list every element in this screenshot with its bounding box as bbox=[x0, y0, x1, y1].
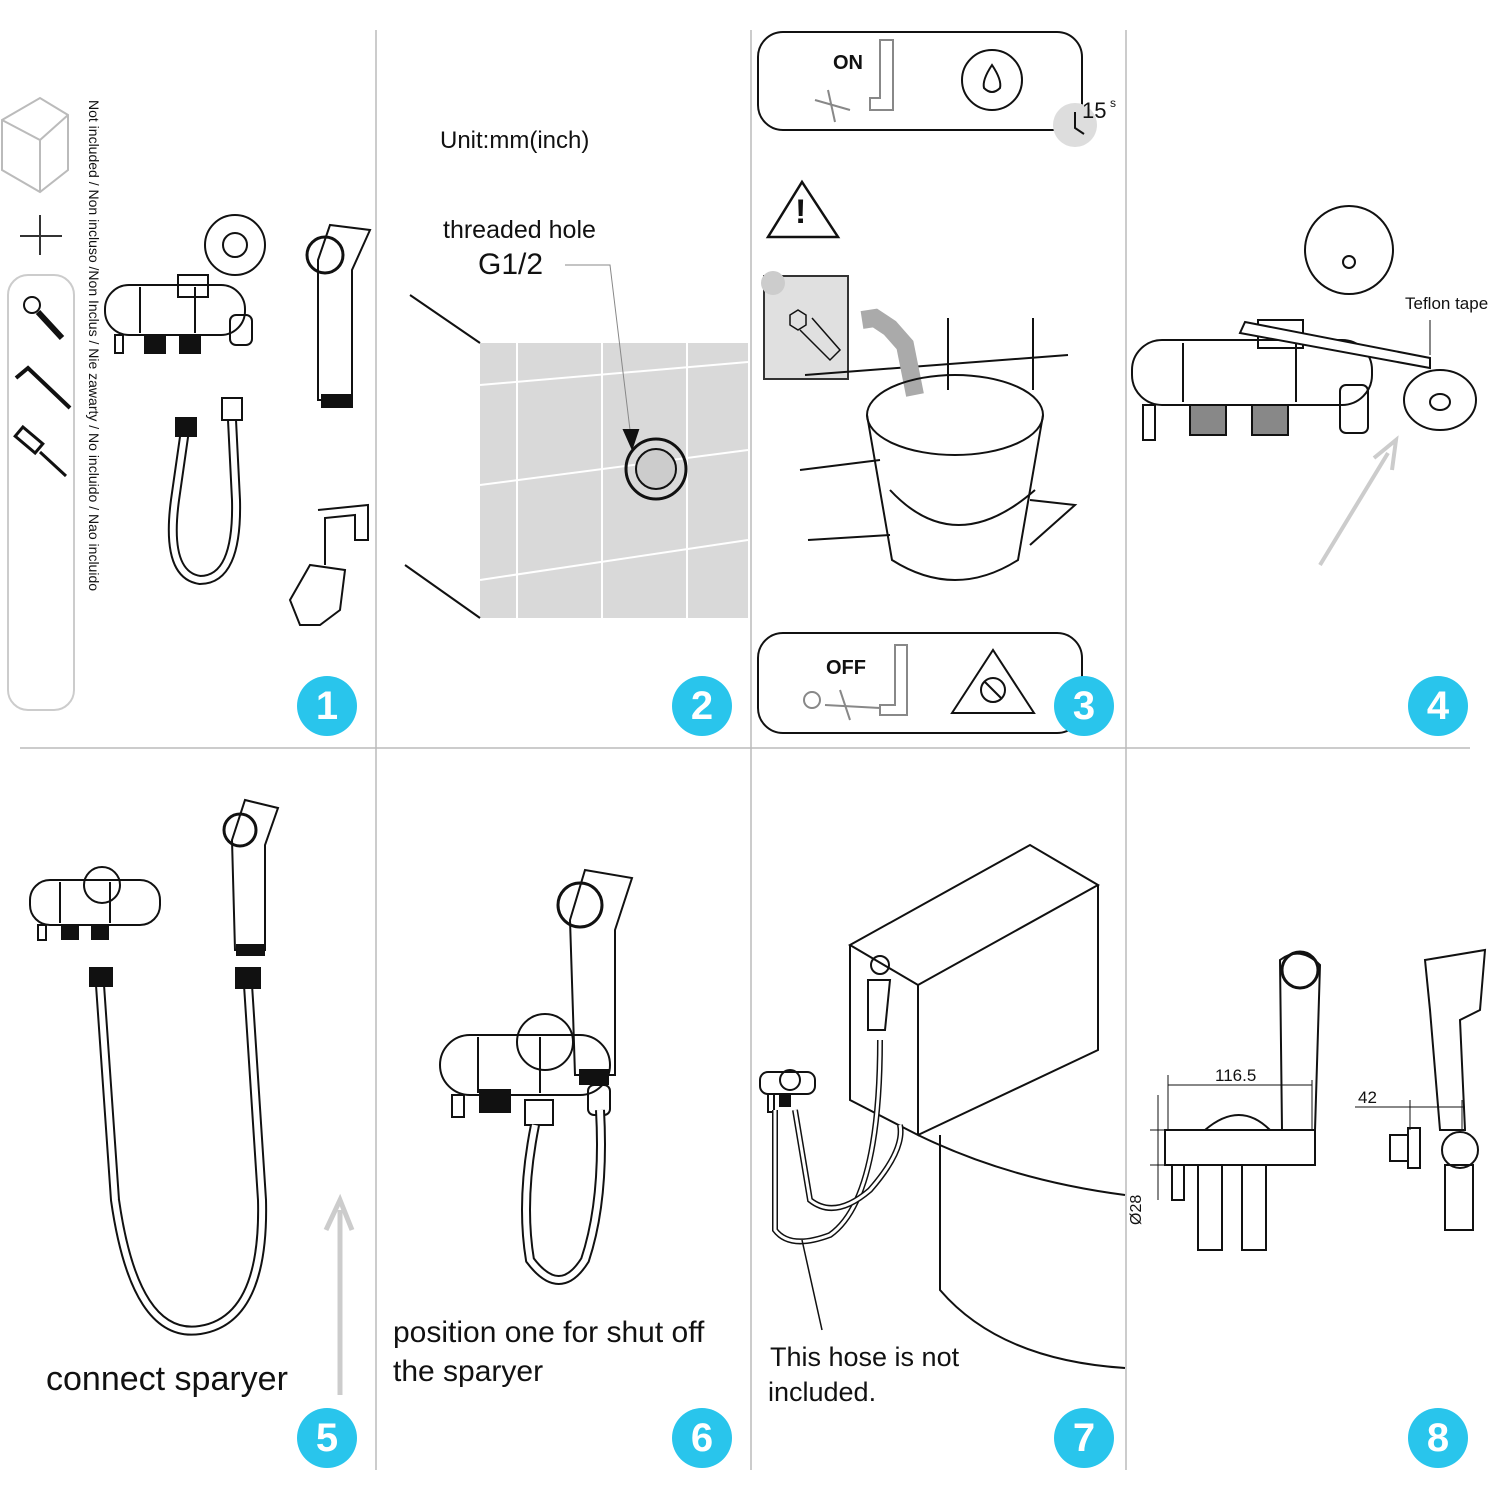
thread-size-label: G1/2 bbox=[478, 248, 544, 281]
wrench-icon bbox=[23, 296, 65, 341]
width-dimension: 116.5 bbox=[1215, 1066, 1257, 1085]
allen-key-icon bbox=[14, 365, 72, 410]
hose-note-line2: included. bbox=[768, 1377, 877, 1407]
timer-icon bbox=[1053, 103, 1097, 147]
valve-body-5 bbox=[29, 866, 161, 941]
flange-icon bbox=[204, 214, 266, 276]
flange-icon-4 bbox=[1304, 205, 1394, 295]
box-icon bbox=[1, 96, 69, 194]
depth-dimension: 42 bbox=[1358, 1088, 1377, 1107]
step-badge-6: 6 bbox=[672, 1408, 732, 1468]
step-badge-7: 7 bbox=[1054, 1408, 1114, 1468]
step-badge-3: 3 bbox=[1054, 676, 1114, 736]
assembled-valve-6 bbox=[439, 868, 634, 1285]
bucket-icon bbox=[799, 308, 1078, 581]
threaded-hole-label: threaded hole bbox=[443, 216, 596, 244]
hose-icon-5 bbox=[95, 984, 268, 1336]
threaded-hole bbox=[565, 264, 688, 501]
on-panel bbox=[757, 31, 1083, 131]
teflon-tape-label: Teflon tape bbox=[1405, 294, 1489, 313]
hose-note-line1: This hose is not bbox=[770, 1342, 960, 1372]
step-badge-8: 8 bbox=[1408, 1408, 1468, 1468]
off-label: OFF bbox=[826, 657, 866, 679]
shutoff-caption-line1: position one for shut off bbox=[393, 1316, 705, 1349]
step-badge-2: 2 bbox=[672, 676, 732, 736]
sprayer-head-icon bbox=[305, 223, 372, 408]
off-panel bbox=[757, 632, 1083, 734]
tank-valve-7 bbox=[867, 955, 892, 1031]
screwdriver-icon bbox=[13, 424, 68, 478]
front-view-8 bbox=[1150, 950, 1322, 1251]
arrow-icon-5 bbox=[323, 1193, 355, 1395]
sprayer-head-5 bbox=[222, 798, 280, 956]
wall-valve-7 bbox=[759, 1069, 816, 1113]
tools-panel bbox=[7, 274, 75, 711]
step-badge-4: 4 bbox=[1408, 676, 1468, 736]
on-label: ON bbox=[833, 52, 863, 74]
side-view-8 bbox=[1355, 948, 1487, 1231]
diameter-dimension: Ø28 bbox=[1128, 1194, 1145, 1225]
connect-caption: connect sparyer bbox=[46, 1360, 288, 1398]
plus-icon bbox=[20, 215, 62, 255]
warning-icon bbox=[765, 179, 841, 239]
warning-mark: ! bbox=[795, 193, 807, 231]
not-included-note: Not included / Non incluso /Non Inclus /… bbox=[86, 100, 102, 592]
wall-bracket-icon bbox=[288, 503, 369, 626]
off-valve-icon bbox=[803, 644, 908, 721]
wall-tiles bbox=[404, 294, 749, 619]
teflon-tape-icon bbox=[1238, 320, 1477, 431]
arrow-icon-4 bbox=[1318, 435, 1399, 567]
step-badge-1: 1 bbox=[297, 676, 357, 736]
on-valve-icon bbox=[814, 39, 894, 123]
unit-label: Unit:mm(inch) bbox=[440, 127, 590, 154]
timer-unit: s bbox=[1110, 96, 1116, 110]
toilet-tank bbox=[847, 843, 1126, 1369]
wrench-panel bbox=[761, 271, 849, 380]
valve-body bbox=[104, 274, 253, 354]
valve-body-4 bbox=[1131, 319, 1373, 441]
panel-dividers bbox=[20, 30, 1470, 1470]
timer-value: 15 bbox=[1082, 98, 1107, 123]
step-badge-5: 5 bbox=[297, 1408, 357, 1468]
water-drop-icon bbox=[961, 49, 1023, 111]
no-water-icon bbox=[950, 648, 1036, 714]
shutoff-caption-line2: the sparyer bbox=[393, 1355, 544, 1388]
